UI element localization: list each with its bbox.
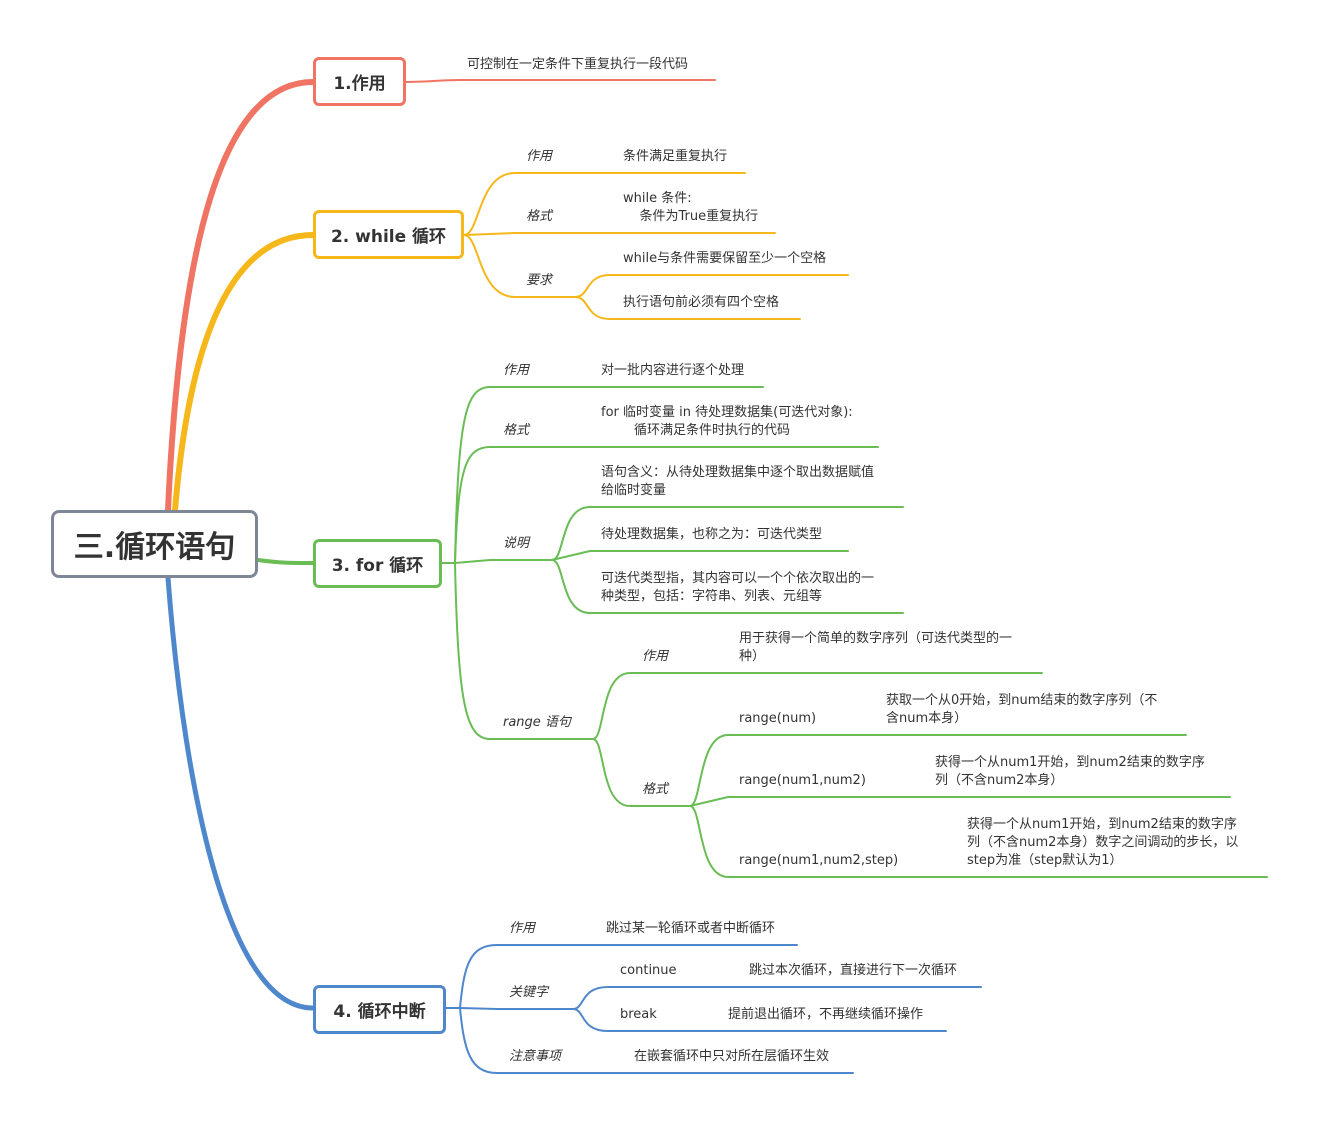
edge-root-b2 <box>172 232 316 513</box>
keyword-continue-text[interactable]: 跳过本次循环，直接进行下一次循环 <box>749 963 958 978</box>
b2-require-1[interactable]: while与条件需要保留至少一个空格 <box>623 251 827 266</box>
range-num-text[interactable]: 获取一个从0开始，到num结束的数字序列（不 含num本身） <box>886 693 1158 726</box>
range-step-key[interactable]: range(num1,num2,step) <box>739 853 899 868</box>
topic-for-loop[interactable]: 3. for 循环 <box>313 539 442 588</box>
b2-format-label[interactable]: 格式 <box>526 209 553 224</box>
b3-note-3[interactable]: 可迭代类型指，其内容可以一个个依次取出的一 种类型，包括：字符串、列表、元组等 <box>601 571 875 604</box>
b4-use-label[interactable]: 作用 <box>509 921 536 936</box>
topic-while-loop[interactable]: 2. while 循环 <box>313 210 464 259</box>
b2-use-label[interactable]: 作用 <box>526 149 553 164</box>
range-num-key[interactable]: range(num) <box>739 711 817 726</box>
root-topic[interactable]: 三.循环语句 <box>51 510 258 578</box>
range-num1-num2-text[interactable]: 获得一个从num1开始，到num2结束的数字序 列（不含num2本身） <box>935 755 1205 788</box>
b2-format-text[interactable]: while 条件: 条件为True重复执行 <box>623 191 759 224</box>
edge-root-b3 <box>256 558 315 565</box>
b1-desc[interactable]: 可控制在一定条件下重复执行一段代码 <box>467 57 689 72</box>
b4-note-label[interactable]: 注意事项 <box>509 1049 562 1064</box>
topic-loop-break[interactable]: 4. 循环中断 <box>313 985 446 1034</box>
b2-require-2[interactable]: 执行语句前必须有四个空格 <box>623 295 780 310</box>
b3-note-2[interactable]: 待处理数据集，也称之为：可迭代类型 <box>601 527 823 542</box>
keyword-continue[interactable]: continue <box>620 963 677 978</box>
edge-root-b4 <box>165 575 316 1011</box>
b3-note-label[interactable]: 说明 <box>503 536 530 551</box>
b3-use-label[interactable]: 作用 <box>503 363 530 378</box>
b3-use-text[interactable]: 对一批内容进行逐个处理 <box>601 363 745 378</box>
range-step-text[interactable]: 获得一个从num1开始，到num2结束的数字序 列（不含num2本身）数字之间调… <box>967 817 1239 868</box>
b3-range-use-label[interactable]: 作用 <box>642 649 669 664</box>
edge-root-b1 <box>165 79 316 513</box>
b3-range-label[interactable]: range 语句 <box>503 715 571 730</box>
b3-range-use-text[interactable]: 用于获得一个简单的数字序列（可迭代类型的一 种） <box>739 631 1013 664</box>
b3-note-1[interactable]: 语句含义：从待处理数据集中逐个取出数据赋值 给临时变量 <box>601 465 875 498</box>
range-num1-num2-key[interactable]: range(num1,num2) <box>739 773 866 788</box>
keyword-break[interactable]: break <box>620 1007 657 1022</box>
b4-use-text[interactable]: 跳过某一轮循环或者中断循环 <box>606 921 776 936</box>
b3-range-format-label[interactable]: 格式 <box>642 782 669 797</box>
b3-format-text[interactable]: for 临时变量 in 待处理数据集(可迭代对象): 循环满足条件时执行的代码 <box>601 405 853 438</box>
b4-note-text[interactable]: 在嵌套循环中只对所在层循环生效 <box>634 1049 830 1064</box>
b2-use-text[interactable]: 条件满足重复执行 <box>623 149 728 164</box>
b3-format-label[interactable]: 格式 <box>503 423 530 438</box>
b4-keyword-label[interactable]: 关键字 <box>509 985 549 1000</box>
b2-require-label[interactable]: 要求 <box>526 273 553 288</box>
keyword-break-text[interactable]: 提前退出循环，不再继续循环操作 <box>728 1007 924 1022</box>
topic-purpose[interactable]: 1.作用 <box>313 57 406 106</box>
